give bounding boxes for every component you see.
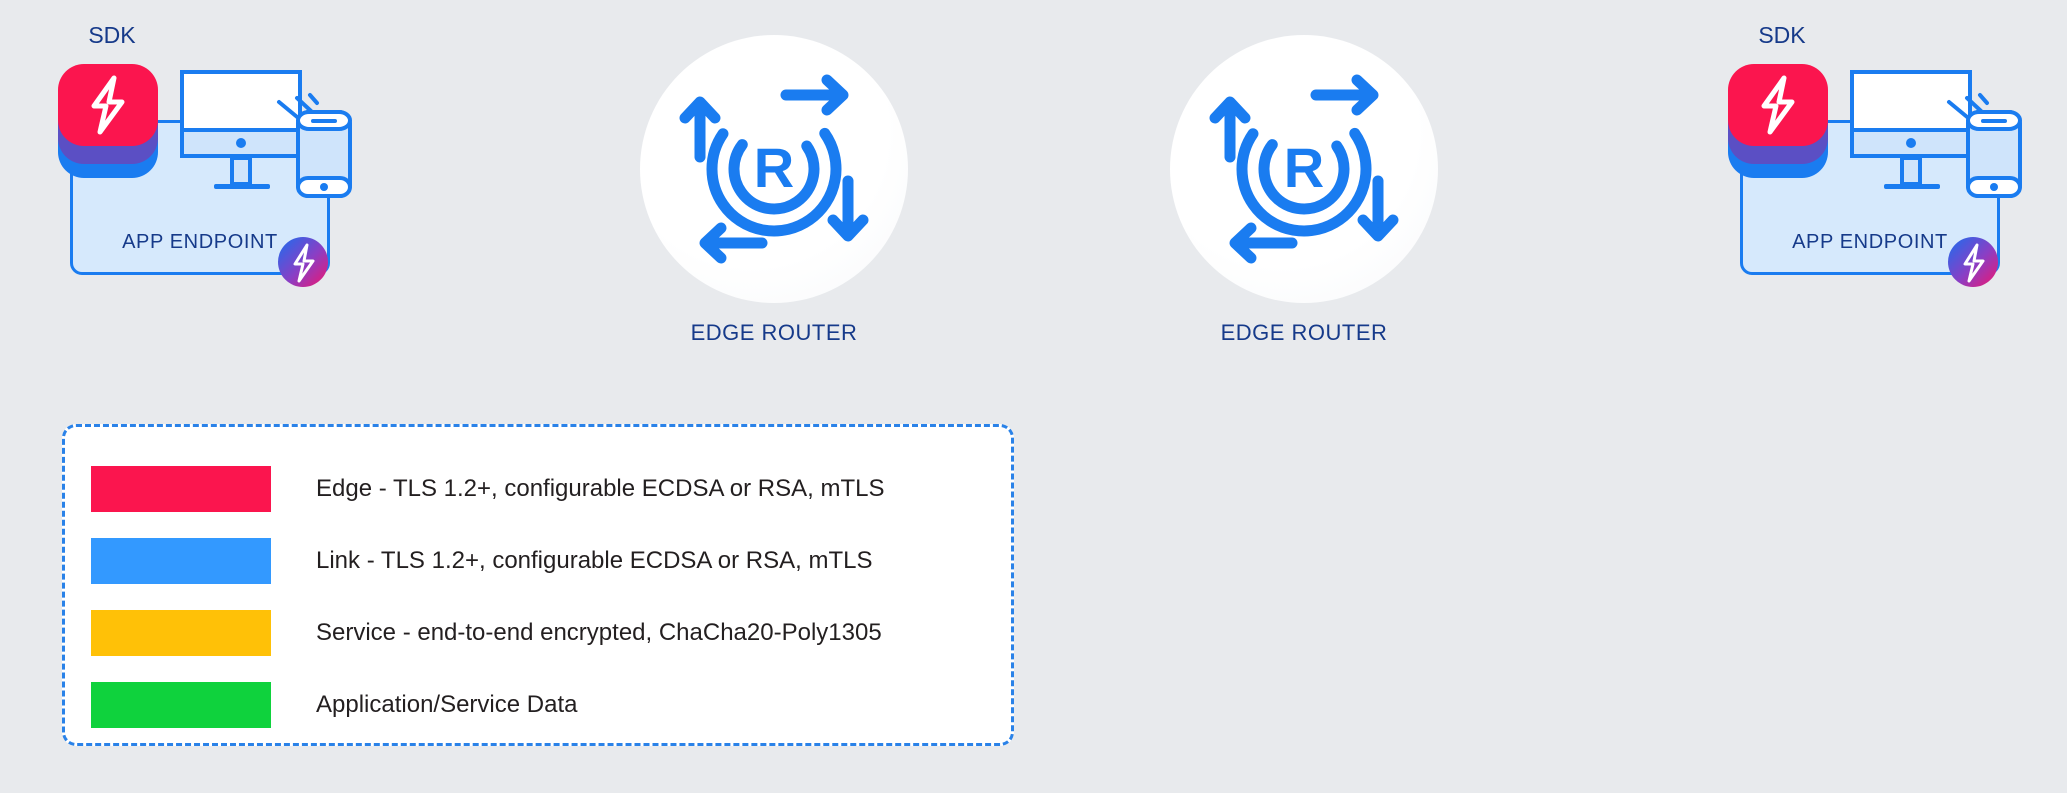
legend-item: Application/Service Data bbox=[91, 669, 991, 741]
edge-router-1-label: EDGE ROUTER bbox=[690, 320, 858, 345]
legend-item: Link - TLS 1.2+, configurable ECDSA or R… bbox=[91, 525, 991, 597]
legend-item-label: Service - end-to-end encrypted, ChaCha20… bbox=[316, 619, 882, 646]
edge-router-2-label: EDGE ROUTER bbox=[1220, 320, 1388, 345]
pipe-overlay-router-1 bbox=[655, 125, 885, 215]
router-arrows-circle-icon: R bbox=[679, 74, 869, 264]
app-endpoint-right-label: APP ENDPOINT bbox=[1792, 231, 1948, 253]
legend-item: Edge - TLS 1.2+, configurable ECDSA or R… bbox=[91, 453, 991, 525]
legend-item-label: Link - TLS 1.2+, configurable ECDSA or R… bbox=[316, 547, 873, 574]
legend-item-label: Edge - TLS 1.2+, configurable ECDSA or R… bbox=[316, 475, 885, 502]
endpoint-bolt-badge-left[interactable] bbox=[277, 236, 329, 288]
edge-router-1[interactable] bbox=[640, 35, 908, 303]
service-swatch bbox=[91, 610, 271, 656]
pipe-overlay-router-2 bbox=[1185, 125, 1415, 215]
edge-router-2[interactable] bbox=[1170, 35, 1438, 303]
app-endpoint-left-label: APP ENDPOINT bbox=[122, 231, 278, 253]
sdk-badge-left[interactable]: SDK bbox=[58, 22, 170, 180]
monitor-and-phone-icon bbox=[180, 70, 352, 198]
pipe-segment-endpoint-to-router-1 bbox=[345, 125, 660, 215]
svg-text:R: R bbox=[1284, 136, 1324, 199]
sdk-bolt-icon bbox=[91, 75, 125, 135]
router-arrows-circle-icon: R bbox=[1209, 74, 1399, 264]
monitor-and-phone-icon bbox=[1850, 70, 2022, 198]
sdk-bolt-icon bbox=[1761, 75, 1795, 135]
pipe-segment-router-2-to-endpoint bbox=[1410, 125, 1740, 215]
pipe-segment-router-1-to-router-2 bbox=[880, 125, 1190, 215]
router-2-circle bbox=[1170, 35, 1438, 303]
device-group-right bbox=[1850, 68, 2025, 198]
sdk-caption-left: SDK bbox=[88, 22, 136, 48]
legend-panel: Edge - TLS 1.2+, configurable ECDSA or R… bbox=[62, 424, 1014, 746]
router-1-circle bbox=[640, 35, 908, 303]
device-group-left bbox=[180, 68, 355, 198]
data-swatch bbox=[91, 682, 271, 728]
endpoint-bolt-badge-right[interactable] bbox=[1947, 236, 1999, 288]
sdk-caption-right: SDK bbox=[1758, 22, 1806, 48]
legend-item: Service - end-to-end encrypted, ChaCha20… bbox=[91, 597, 991, 669]
legend-rows: Edge - TLS 1.2+, configurable ECDSA or R… bbox=[91, 453, 991, 741]
legend-item-label: Application/Service Data bbox=[316, 691, 578, 718]
sdk-badge-right[interactable]: SDK bbox=[1728, 22, 1840, 180]
link-swatch bbox=[91, 538, 271, 584]
svg-text:R: R bbox=[754, 136, 794, 199]
edge-swatch bbox=[91, 466, 271, 512]
